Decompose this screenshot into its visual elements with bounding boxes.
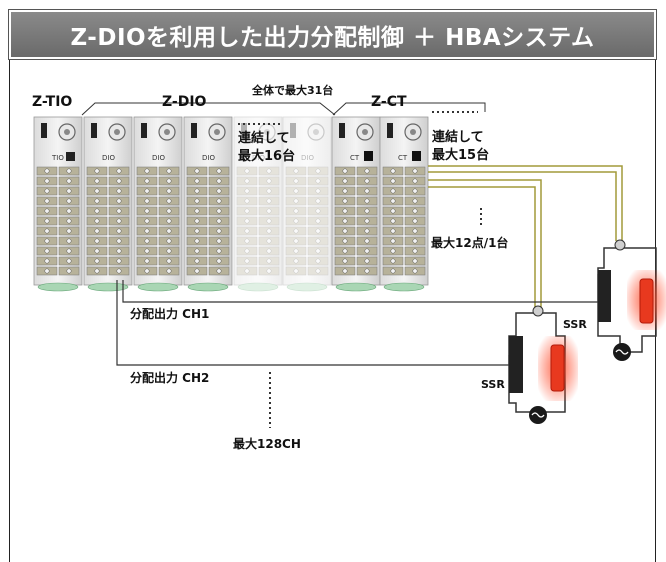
label-zct: Z-CT: [371, 94, 407, 110]
bracket-zct: [332, 102, 486, 116]
label-total-max: 全体で最大31台: [251, 83, 333, 97]
module-label: DIO: [102, 154, 115, 162]
label-ssr-lower: SSR: [481, 378, 505, 391]
module-label: DIO: [301, 154, 314, 162]
module-label: CT: [398, 154, 408, 162]
label-zdio: Z-DIO: [162, 94, 207, 110]
module-dio: DIO: [282, 116, 332, 292]
bracket-ztio-zdio: [81, 102, 336, 116]
module-label: TIO: [51, 154, 64, 162]
label-link15-1: 連結して: [432, 129, 484, 145]
ch1-to-upper-ssr: [536, 274, 599, 303]
label-ztio: Z-TIO: [32, 94, 72, 110]
module-dio: DIO: [183, 116, 233, 292]
bracket-group: [81, 102, 486, 116]
label-link16-1: 連結して: [238, 130, 290, 146]
ct-wires: [428, 165, 623, 308]
slide-title: Z-DIOを利用した出力分配制御 ＋ HBAシステム: [8, 9, 657, 60]
label-max12: 最大12点/1台: [431, 235, 508, 250]
heater-circuit-lower: SSR: [481, 305, 578, 424]
module-ct: CT: [379, 116, 429, 292]
module-dio: DIO: [133, 116, 183, 292]
module-dio: DIO: [233, 116, 283, 292]
module-label: DIO: [252, 154, 265, 162]
module-label: DIO: [202, 154, 215, 162]
ct-sensor-lower: [532, 305, 544, 317]
module-label: DIO: [152, 154, 165, 162]
label-ch1: 分配出力 CH1: [130, 306, 209, 321]
ssr-lower: [509, 336, 523, 393]
heater-upper: [639, 278, 654, 324]
label-ch2: 分配出力 CH2: [130, 370, 209, 385]
label-link15-2: 最大15台: [432, 147, 489, 163]
module-rack: TIO DIO DIO DIO DIO DIO CT CT: [33, 116, 429, 292]
label-link16-2: 最大16台: [238, 148, 295, 164]
module-label: CT: [350, 154, 360, 162]
module-tio: TIO: [33, 116, 83, 292]
label-max128: 最大128CH: [233, 436, 301, 451]
ch1-line: [122, 280, 536, 303]
ssr-upper: [598, 270, 611, 322]
module-ct: CT: [331, 116, 381, 292]
heater-circuit-upper: SSR: [563, 239, 666, 361]
ch2-line: [116, 280, 510, 366]
module-dio: DIO: [83, 116, 133, 292]
heater-lower: [550, 344, 565, 392]
label-ssr-upper: SSR: [563, 318, 587, 331]
ct-sensor-upper: [614, 239, 626, 251]
